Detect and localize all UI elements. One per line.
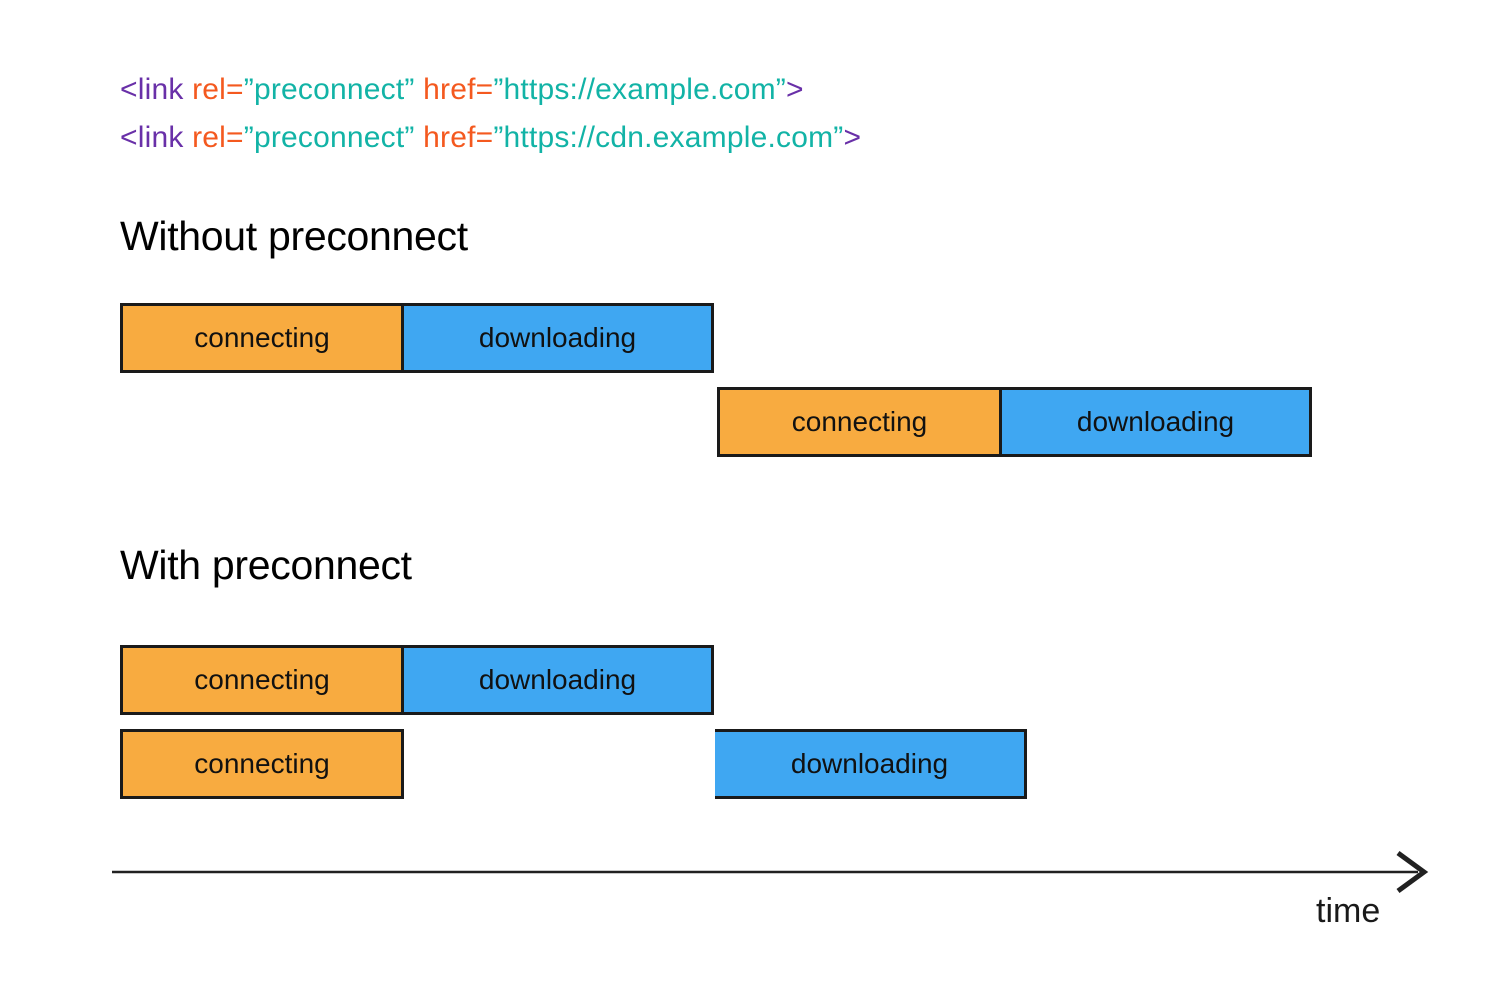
time-axis-label: time: [1316, 892, 1381, 930]
code-line-1: <link rel=”preconnect” href=”https://exa…: [120, 66, 861, 114]
bar-downloading: downloading: [715, 729, 1027, 799]
code-value-href: ”https://example.com”: [493, 73, 786, 106]
time-axis-arrow: [112, 850, 1429, 894]
code-attr-rel: rel=: [192, 73, 244, 106]
timeline-row-resource1-without: connecting downloading: [120, 303, 714, 373]
bar-downloading: downloading: [1002, 387, 1312, 457]
section-title-with-preconnect: With preconnect: [120, 542, 412, 588]
timeline-row-resource2-without: connecting downloading: [717, 387, 1312, 457]
bar-connecting: connecting: [120, 645, 404, 715]
code-value-href: ”https://cdn.example.com”: [493, 121, 844, 154]
timeline-row-resource1-with: connecting downloading: [120, 645, 714, 715]
code-value-rel: ”preconnect”: [243, 73, 415, 106]
code-line-2: <link rel=”preconnect” href=”https://cdn…: [120, 114, 861, 162]
code-snippet: <link rel=”preconnect” href=”https://exa…: [120, 66, 861, 162]
bar-downloading: downloading: [404, 645, 714, 715]
code-tag-close: >: [843, 121, 862, 154]
bar-connecting: connecting: [120, 729, 404, 799]
bar-downloading: downloading: [404, 303, 714, 373]
code-attr-href: href=: [414, 121, 494, 154]
code-attr-rel: rel=: [192, 121, 244, 154]
bar-connecting: connecting: [717, 387, 1002, 457]
code-tag-open: <link: [120, 73, 193, 106]
bar-connecting: connecting: [120, 303, 404, 373]
code-attr-href: href=: [414, 73, 494, 106]
code-value-rel: ”preconnect”: [243, 121, 415, 154]
section-title-without-preconnect: Without preconnect: [120, 213, 468, 259]
code-tag-open: <link: [120, 121, 193, 154]
code-tag-close: >: [785, 73, 804, 106]
